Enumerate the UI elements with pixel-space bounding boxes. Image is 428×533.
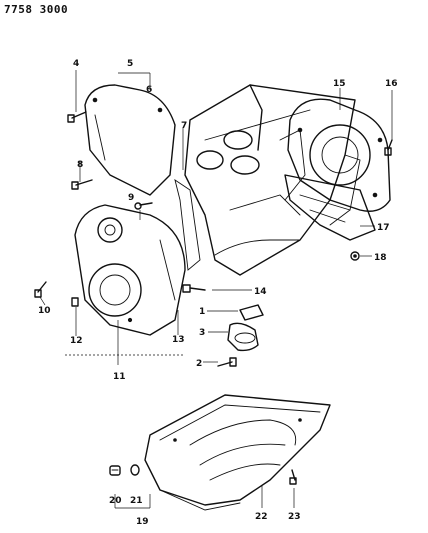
callout-1: 1 [199,307,205,317]
timing-gasket [174,178,201,271]
drain-gasket [130,464,140,476]
callout-22: 22 [255,512,268,522]
engine-block [184,84,361,276]
callout-12: 12 [70,336,83,346]
callout-11: 11 [113,372,126,382]
callout-5: 5 [127,59,133,69]
callout-9: 9 [128,193,134,203]
callout-17: 17 [377,223,390,233]
callout-labels: 1 2 3 4 5 6 7 8 9 10 11 12 13 14 15 16 1… [38,59,398,527]
callout-14: 14 [254,287,267,297]
callout-18: 18 [374,253,387,263]
bolt-9 [134,202,153,210]
callout-4: 4 [73,59,79,69]
pan-bolt-23 [289,469,297,485]
oil-pan [144,394,331,511]
callout-7: 7 [181,121,187,131]
callout-21: 21 [130,496,143,506]
bolt-14 [182,284,206,293]
callout-2: 2 [196,359,202,369]
bolt-2 [217,357,237,367]
rear-plate [287,98,391,212]
bolt-16 [384,139,393,156]
bolt-10 [34,281,47,298]
lower-timing-cover [74,204,186,336]
stiffener-plate [284,174,376,241]
callout-6: 6 [146,85,152,95]
oil-strainer [227,304,264,352]
callout-19: 19 [136,517,149,527]
bolt-4 [67,111,87,123]
callout-23: 23 [288,512,301,522]
callout-16: 16 [385,79,398,89]
callout-10: 10 [38,306,51,316]
document-id: 7758 3000 [4,3,69,16]
leader-lines [39,70,393,509]
callout-15: 15 [333,79,346,89]
callout-3: 3 [199,328,205,338]
callout-8: 8 [77,160,83,170]
upper-timing-cover [84,84,176,196]
callout-20: 20 [109,496,122,506]
bolt-18 [350,251,360,261]
drain-plug [109,465,121,476]
dowel-12 [71,297,79,307]
bolt-8 [71,179,93,190]
callout-13: 13 [172,335,185,345]
